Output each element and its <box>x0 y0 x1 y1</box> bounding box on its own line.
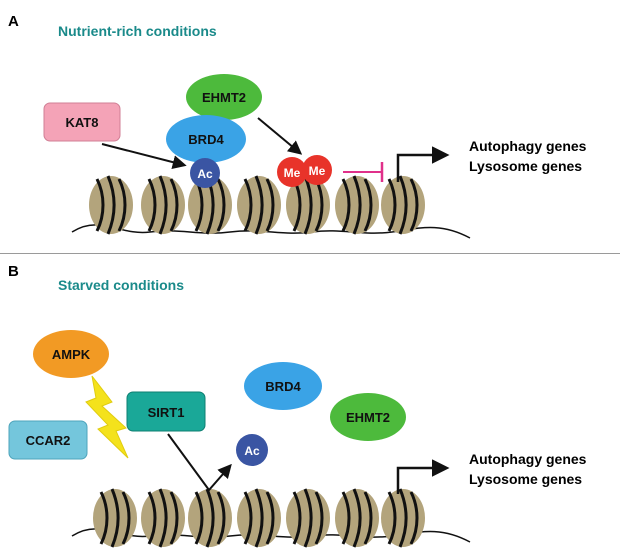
panel-b-starved: B Starved conditions <box>0 254 620 556</box>
nucleosome <box>381 488 425 548</box>
panel-a-title: Nutrient-rich conditions <box>58 23 217 39</box>
brd4-label: BRD4 <box>188 132 224 147</box>
panel-a-letter: A <box>8 13 19 30</box>
nucleosome <box>286 488 330 548</box>
gene-label-lysosome: Lysosome genes <box>469 158 582 174</box>
nucleosome <box>93 488 137 548</box>
nucleosome <box>89 175 133 235</box>
kat8-to-ac-arrow <box>101 143 187 170</box>
nucleosome <box>237 488 281 548</box>
panel-b-diagram: B Starved conditions <box>8 263 587 548</box>
kat8-box: KAT8 <box>43 102 121 142</box>
brd4-label: BRD4 <box>265 379 301 394</box>
panel-b-title: Starved conditions <box>58 277 184 293</box>
transcription-start-arrow <box>396 459 450 494</box>
deacetylation-arrow <box>167 433 232 492</box>
ccar2-label: CCAR2 <box>26 433 71 448</box>
gene-label-autophagy: Autophagy genes <box>469 451 587 467</box>
nucleosome <box>141 175 185 235</box>
ampk-label: AMPK <box>52 347 91 362</box>
nucleosome <box>381 175 425 235</box>
nucleosome <box>335 175 379 235</box>
me-label-1: Me <box>284 166 301 180</box>
brd4-ellipse: BRD4 <box>244 362 322 410</box>
nucleosome <box>188 488 232 548</box>
brd4-ellipse: BRD4 <box>166 115 246 163</box>
gene-label-lysosome: Lysosome genes <box>469 471 582 487</box>
nucleosome <box>141 488 185 548</box>
transcription-start-arrow <box>396 146 450 182</box>
inhibition-symbol <box>343 162 384 182</box>
panel-a-diagram: A Nutrient-rich conditions <box>8 13 587 239</box>
ehmt2-label: EHMT2 <box>202 90 246 105</box>
me-label-2: Me <box>309 164 326 178</box>
ac-label: Ac <box>244 444 260 458</box>
ehmt2-ellipse: EHMT2 <box>186 74 262 120</box>
acetylation-mark: Ac <box>236 434 268 466</box>
ehmt2-ellipse: EHMT2 <box>330 393 406 441</box>
nucleosome <box>237 175 281 235</box>
acetylation-mark: Ac <box>190 158 220 188</box>
sirt1-box: SIRT1 <box>126 391 206 432</box>
ccar2-box: CCAR2 <box>8 420 88 460</box>
ampk-ellipse: AMPK <box>33 330 109 378</box>
ehmt2-label: EHMT2 <box>346 410 390 425</box>
ehmt2-to-me-arrow <box>257 117 303 155</box>
nucleosome <box>335 488 379 548</box>
methylation-mark: Me <box>302 155 332 185</box>
gene-label-autophagy: Autophagy genes <box>469 138 587 154</box>
panel-a-nutrient-rich: A Nutrient-rich conditions <box>0 0 620 254</box>
lightning-icon <box>85 375 129 459</box>
methylation-mark: Me <box>277 157 307 187</box>
ac-label: Ac <box>197 167 213 181</box>
panel-b-letter: B <box>8 263 19 280</box>
sirt1-label: SIRT1 <box>148 405 185 420</box>
kat8-label: KAT8 <box>66 115 99 130</box>
